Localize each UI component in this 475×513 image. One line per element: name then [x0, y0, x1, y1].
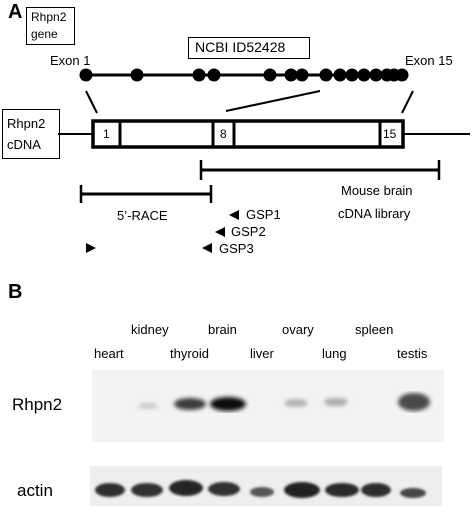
exon-marker — [130, 68, 144, 82]
mapping-line-right — [401, 90, 414, 114]
rhpn2-band-lung — [324, 398, 348, 406]
tissue-liver: liver — [250, 346, 274, 361]
tissue-brain: brain — [208, 322, 237, 337]
cdna-label-line2: cDNA — [7, 137, 41, 152]
primer-gsp3: GSP3 — [219, 241, 254, 256]
tissue-heart: heart — [94, 346, 124, 361]
exon-marker — [207, 68, 221, 82]
exon-marker — [79, 68, 93, 82]
actin-band-kidney — [131, 483, 163, 497]
primer-gsp1: GSP1 — [246, 207, 281, 222]
ncbi-id-label: NCBI ID52428 — [195, 39, 286, 55]
actin-band-lung — [325, 483, 359, 497]
gene-label-line2: gene — [31, 27, 58, 41]
cdna-box — [91, 119, 405, 149]
tissue-kidney: kidney — [131, 322, 169, 337]
cdna-label-line1: Rhpn2 — [7, 116, 46, 131]
exon-marker — [263, 68, 277, 82]
actin-band-liver — [250, 487, 274, 497]
gene-label-line1: Rhpn2 — [31, 10, 67, 24]
rhpn2-band-testis — [398, 393, 430, 411]
exon-marker — [357, 68, 371, 82]
exon-marker — [345, 68, 359, 82]
actin-band-testis — [400, 488, 426, 498]
exon-marker — [369, 68, 383, 82]
tissue-testis: testis — [397, 346, 428, 361]
cdna-exon-label-1: 1 — [103, 127, 110, 141]
primer-gsp2: GSP2 — [231, 224, 266, 239]
library-label-line1: Mouse brain — [341, 183, 413, 198]
exon-marker — [284, 68, 298, 82]
ncbi-id-box: NCBI ID52428 — [188, 37, 310, 59]
gsp1-arrow-icon — [229, 210, 239, 220]
gene-structure-diagram — [58, 68, 470, 253]
exon-markers — [79, 68, 409, 82]
exon-marker — [295, 68, 309, 82]
panel-b-label: B — [8, 281, 23, 303]
tissue-thyroid: thyroid — [170, 346, 210, 361]
tissue-spleen: spleen — [355, 322, 394, 337]
library-label-line2: cDNA library — [338, 206, 411, 221]
rhpn2-band-ovary — [284, 399, 308, 407]
actin-band-ovary — [284, 482, 320, 498]
cdna-exon-label-8: 8 — [220, 127, 227, 141]
tissue-ovary: ovary — [282, 322, 314, 337]
rhpn2-band-kidney — [138, 403, 158, 409]
actin-band-thyroid — [169, 480, 203, 496]
gsp2-arrow-icon — [215, 227, 225, 237]
tissue-lung: lung — [322, 346, 347, 361]
rhpn2-band-thyroid — [174, 398, 206, 410]
exon-last-label: Exon 15 — [405, 53, 453, 68]
row-label-actin: actin — [17, 481, 53, 500]
exon-marker — [395, 68, 409, 82]
actin-band-spleen — [361, 483, 391, 497]
exon-marker — [319, 68, 333, 82]
rhpn2-band-brain — [210, 397, 246, 411]
forward-primer-arrow-icon — [86, 243, 96, 253]
mapping-line-middle — [225, 90, 321, 112]
exon-marker — [192, 68, 206, 82]
cdna-label-box: Rhpn2 cDNA — [2, 109, 60, 159]
row-label-rhpn2: Rhpn2 — [12, 395, 63, 414]
gene-label-box: Rhpn2 gene — [26, 7, 75, 45]
cdna-exon-label-15: 15 — [383, 127, 397, 141]
actin-band-heart — [95, 483, 125, 497]
panel-a-label: A — [8, 1, 23, 23]
exon-first-label: Exon 1 — [50, 53, 91, 68]
actin-band-brain — [208, 482, 240, 496]
race-label: 5’-RACE — [117, 208, 168, 223]
mapping-line-left — [85, 90, 98, 114]
exon-marker — [333, 68, 347, 82]
gsp3-arrow-icon — [202, 243, 212, 253]
